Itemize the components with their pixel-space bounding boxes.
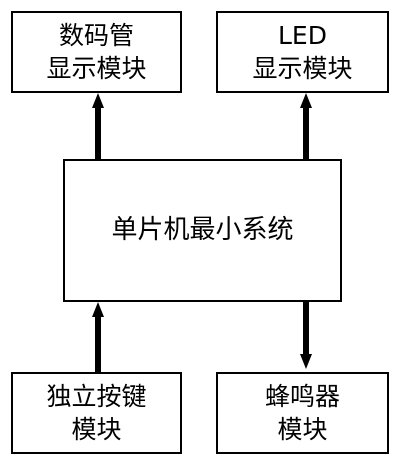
arrow-mcu-to-buzzer <box>300 302 312 369</box>
arrow-mcu-to-led-display <box>300 93 312 159</box>
led-display-label-line-2: 显示模块 <box>252 54 353 83</box>
arrow-mcu-to-segment-display <box>92 93 104 159</box>
led-display-module-box: LED 显示模块 <box>216 11 389 93</box>
buzzer-label-line-1: 蜂鸣器 <box>264 382 340 411</box>
segment-display-module-box: 数码管 显示模块 <box>11 11 182 93</box>
mcu-minimum-system-box: 单片机最小系统 <box>63 159 342 302</box>
independent-keys-label-line-2: 模块 <box>71 415 122 444</box>
segment-display-label-line-1: 数码管 <box>58 21 134 50</box>
led-display-label-line-1: LED <box>278 21 327 50</box>
arrow-keys-to-mcu <box>92 302 104 372</box>
independent-keys-label-line-1: 独立按键 <box>46 382 147 411</box>
independent-keys-module-box: 独立按键 模块 <box>11 372 182 454</box>
segment-display-label-line-2: 显示模块 <box>46 54 147 83</box>
mcu-system-label: 单片机最小系统 <box>111 215 294 245</box>
buzzer-label-line-2: 模块 <box>277 415 328 444</box>
buzzer-module-box: 蜂鸣器 模块 <box>216 372 389 454</box>
